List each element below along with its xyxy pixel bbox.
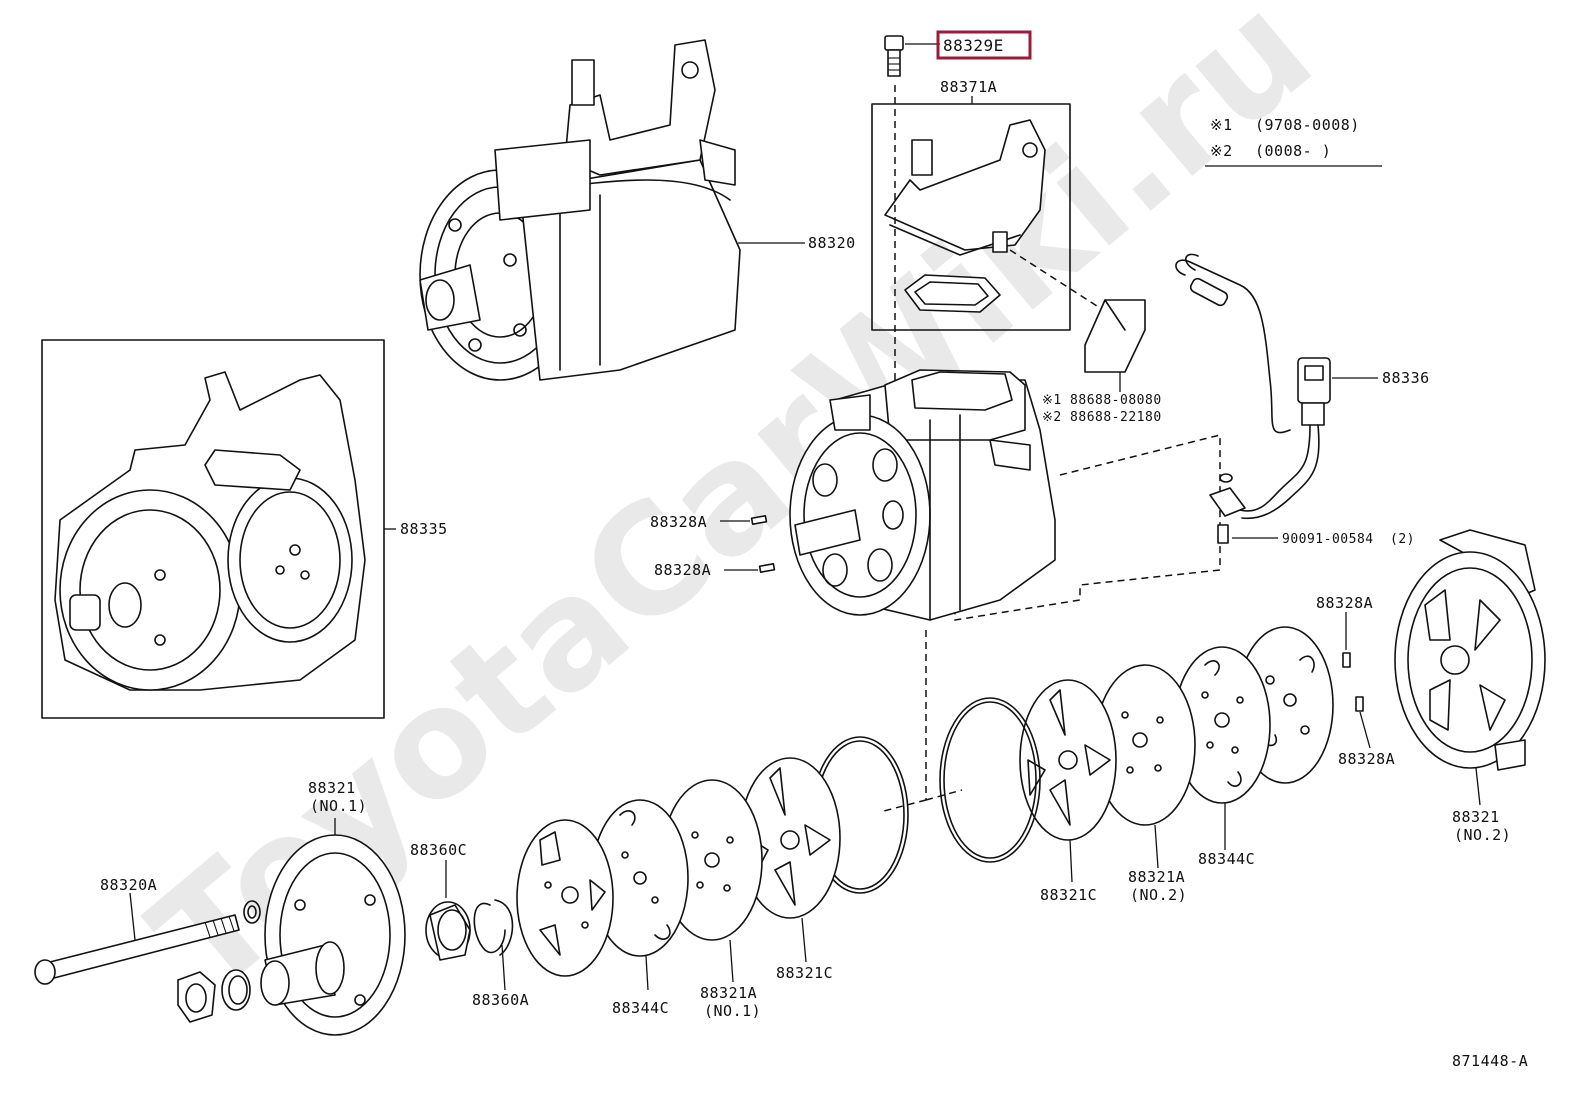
label-88688-1: ※1 88688-08080 <box>1042 393 1162 408</box>
thermistor-88336[interactable]: 88336 90091-00584 (2) <box>1175 253 1430 547</box>
label-88321-no1: 88321 <box>308 779 356 797</box>
label-88321A-1-sub: (NO.1) <box>704 1002 761 1020</box>
label-88321-no1-sub: (NO.1) <box>310 797 367 815</box>
legend-mark-2: ※2 <box>1210 142 1233 160</box>
legend-mark-1: ※1 <box>1210 116 1233 134</box>
front-valve-plate[interactable] <box>516 819 614 977</box>
pin-88328A-right-group[interactable]: 88328A 88328A <box>1316 594 1395 768</box>
front-housing-88321-no1[interactable]: 88321 (NO.1) <box>260 779 406 1036</box>
shim-88688[interactable]: ※1 88688-08080 ※2 88688-22180 <box>1042 299 1162 425</box>
label-88335: 88335 <box>400 520 448 538</box>
label-90091-qty: (2) <box>1390 532 1415 547</box>
legend: ※1 (9708-0008) ※2 (0008- ) <box>1205 116 1382 167</box>
label-88328A-3: 88328A <box>1316 594 1373 612</box>
label-90091: 90091-00584 <box>1282 532 1374 547</box>
label-88360C: 88360C <box>410 841 467 859</box>
label-88344C-1: 88344C <box>612 999 669 1017</box>
valve-plate-kit-88335[interactable]: 88335 <box>41 339 448 719</box>
o-ring-right[interactable] <box>939 697 1041 863</box>
pin-88328A-left-group[interactable]: 88328A 88328A <box>650 513 776 579</box>
legend-range-1: (9708-0008) <box>1255 116 1360 134</box>
shaft-seal-88360C[interactable]: 88360C <box>410 841 471 961</box>
compressor-body[interactable] <box>789 369 1056 621</box>
valve-plate-88321A-no2[interactable]: 88344C <box>1173 646 1271 868</box>
legend-range-2: (0008- ) <box>1255 142 1331 160</box>
label-88688-2: ※2 88688-22180 <box>1042 410 1162 425</box>
compressor-assembly-88320[interactable]: 88320 <box>419 39 856 381</box>
label-88321A-2: 88321A <box>1128 868 1185 886</box>
label-88321-no2: 88321 <box>1452 808 1500 826</box>
label-88321C-2: 88321C <box>1040 886 1097 904</box>
cylinder-head-88371A[interactable]: 88371A <box>871 78 1071 331</box>
label-88336: 88336 <box>1382 369 1430 387</box>
valve-plate-88321A-no2-b[interactable]: 88321A (NO.2) <box>1094 664 1196 904</box>
label-88321A-2-sub: (NO.2) <box>1130 886 1187 904</box>
label-88320A: 88320A <box>100 876 157 894</box>
label-88328A-4: 88328A <box>1338 750 1395 768</box>
valve-plate-88321A-no1[interactable]: 88321A (NO.1) <box>661 779 763 1020</box>
gasket-88321C-right[interactable]: 88321C <box>1019 679 1117 904</box>
label-88321A-1: 88321A <box>700 984 757 1002</box>
label-88321C-1: 88321C <box>776 964 833 982</box>
label-88371A: 88371A <box>940 78 997 96</box>
label-88329E: 88329E <box>943 36 1004 55</box>
washer-rings[interactable] <box>177 900 261 1023</box>
highlight-box-88329E <box>936 30 1032 60</box>
label-88320: 88320 <box>808 234 856 252</box>
snap-ring-88360A[interactable]: 88360A <box>472 899 529 1009</box>
label-88328A-1: 88328A <box>650 513 707 531</box>
label-88344C-2: 88344C <box>1198 850 1255 868</box>
label-88321-no2-sub: (NO.2) <box>1454 826 1511 844</box>
diagram-id: 871448-A <box>1452 1052 1528 1070</box>
label-88328A-2: 88328A <box>654 561 711 579</box>
rear-housing-88321-no2[interactable]: 88321 (NO.2) <box>1394 529 1546 844</box>
label-88360A: 88360A <box>472 991 529 1009</box>
through-bolt-88320A[interactable]: 88320A <box>34 876 240 985</box>
bolt-88329E[interactable]: 88329E <box>884 30 1032 77</box>
